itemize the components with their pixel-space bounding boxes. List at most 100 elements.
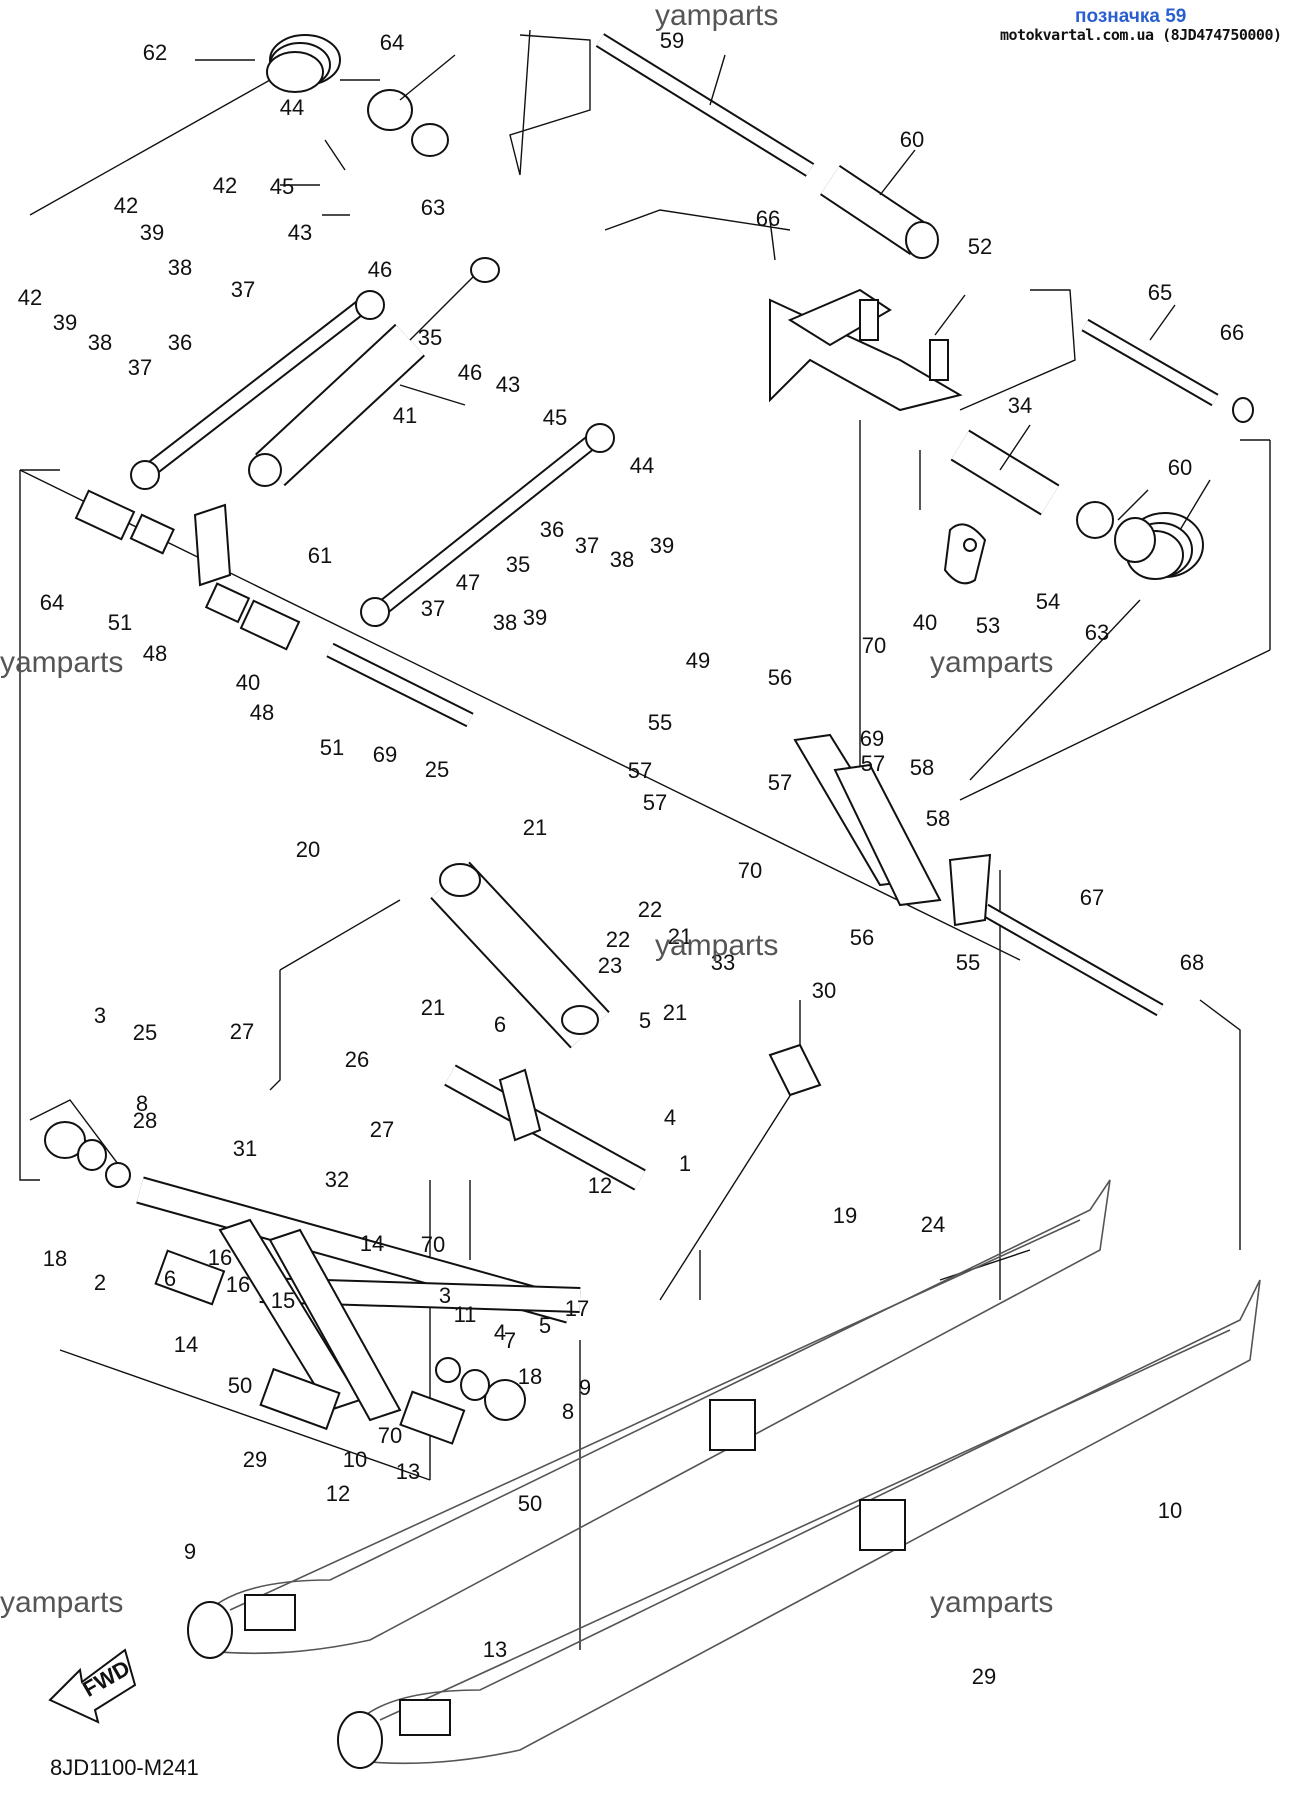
arm-55 [793,733,942,907]
part-callout-5: 5 [639,1008,651,1033]
washer-4-right [460,1369,490,1401]
part-callout-46: 46 [458,360,482,385]
part-callout-42: 42 [18,285,42,310]
part-callout-70: 70 [421,1232,445,1257]
watermark: yamparts [0,1586,123,1619]
part-callout-53: 53 [976,613,1000,638]
shock-absorber-34 [248,257,500,487]
part-callout-33: 33 [711,950,735,975]
part-callout-22: 22 [638,897,662,922]
part-callout-60: 60 [1168,455,1192,480]
part-callout-51: 51 [108,610,132,635]
part-callout-55: 55 [956,950,980,975]
shaft-68 [981,903,1164,1017]
part-callout-58: 58 [910,755,934,780]
part-callout-21: 21 [523,815,547,840]
washer-64-lower [1114,517,1156,563]
part-callout-11: 11 [454,1302,477,1327]
part-callout-34: 34 [1008,393,1032,418]
part-callout-2: 2 [94,1270,106,1295]
rear-shock-20 [430,861,610,1049]
part-callout-46: 46 [368,257,392,282]
part-callout-63: 63 [1085,620,1109,645]
part-callout-42: 42 [114,193,138,218]
part-callout-56: 56 [850,925,874,950]
part-callout-22: 22 [606,927,630,952]
part-callout-37: 37 [231,277,255,302]
part-callout-39: 39 [523,605,547,630]
part-callout-65: 65 [1148,280,1172,305]
part-callout-52: 52 [968,234,992,259]
parts-artwork [29,33,1261,1769]
part-callout-7: 7 [504,1328,516,1353]
part-callout-37: 37 [421,596,445,621]
collar-63-top [411,123,449,157]
collar-14-right [399,1390,466,1445]
part-callout-32: 32 [325,1167,349,1192]
part-callout-9: 9 [184,1539,196,1564]
part-callout-25: 25 [133,1020,157,1045]
part-callout-59: 59 [660,28,684,53]
part-callout-5: 5 [539,1313,551,1338]
part-callout-42: 42 [213,173,237,198]
part-callout-10: 10 [343,1447,367,1472]
part-callout-44: 44 [630,453,654,478]
part-callout-49: 49 [686,648,710,673]
part-callout-36: 36 [168,330,192,355]
collar-60-lower [950,429,1060,516]
part-callout-48: 48 [143,641,167,666]
part-callout-19: 19 [833,1203,857,1228]
part-callout-8: 8 [562,1399,574,1424]
part-callout-25: 25 [425,757,449,782]
part-callout-69: 69 [373,742,397,767]
part-callout-56: 56 [768,665,792,690]
part-callout-26: 26 [345,1047,369,1072]
part-callout-45: 45 [270,174,294,199]
part-callout-35: 35 [506,552,530,577]
washer-5-left [44,1121,86,1159]
part-callout-12: 12 [588,1173,612,1198]
assembly-guide-lines [19,29,1271,1650]
part-callout-44: 44 [280,95,304,120]
collars-left [74,489,301,651]
bracket-30 [768,1043,822,1097]
part-callout-16: 16 [208,1245,232,1270]
arm-bracket-52 [769,288,963,412]
part-callout-50: 50 [518,1491,542,1516]
part-callout-14: 14 [360,1231,384,1256]
watermark: yamparts [930,646,1053,679]
collar-3-right [435,1357,461,1383]
part-callout-57: 57 [643,790,667,815]
washer-4-left [77,1139,107,1171]
part-callout-20: 20 [296,837,320,862]
diagram-code: 8JD1100-M241 [50,1755,199,1780]
part-callout-6: 6 [494,1012,506,1037]
part-callout-66: 66 [756,206,780,231]
part-callout-43: 43 [496,372,520,397]
source-label: motokvartal.com.ua (8JD474750000) [1000,26,1282,44]
part-callout-50: 50 [228,1373,252,1398]
part-callout-70: 70 [378,1423,402,1448]
front-arm-1 [136,1176,581,1422]
watermark: yamparts [930,1586,1053,1619]
part-callout-57: 57 [628,758,652,783]
part-callout-60: 60 [900,127,924,152]
collar-3-left [105,1162,131,1188]
part-callout-64: 64 [380,30,404,55]
part-callout-67: 67 [1080,885,1104,910]
part-callout-28: 28 [133,1108,157,1133]
part-callout-10: 10 [1158,1498,1182,1523]
part-callout-18: 18 [43,1246,67,1271]
shaft-49 [326,642,474,728]
link-rod-36-upper [130,290,385,490]
part-callout-41: 41 [393,403,417,428]
washer-5-right [484,1379,526,1421]
part-callout-45: 45 [543,405,567,430]
part-callout-70: 70 [738,858,762,883]
part-callout-21: 21 [663,1000,687,1025]
part-callout-38: 38 [88,330,112,355]
fwd-arrow-icon [48,1648,137,1724]
part-callout-17: 17 [565,1296,589,1321]
